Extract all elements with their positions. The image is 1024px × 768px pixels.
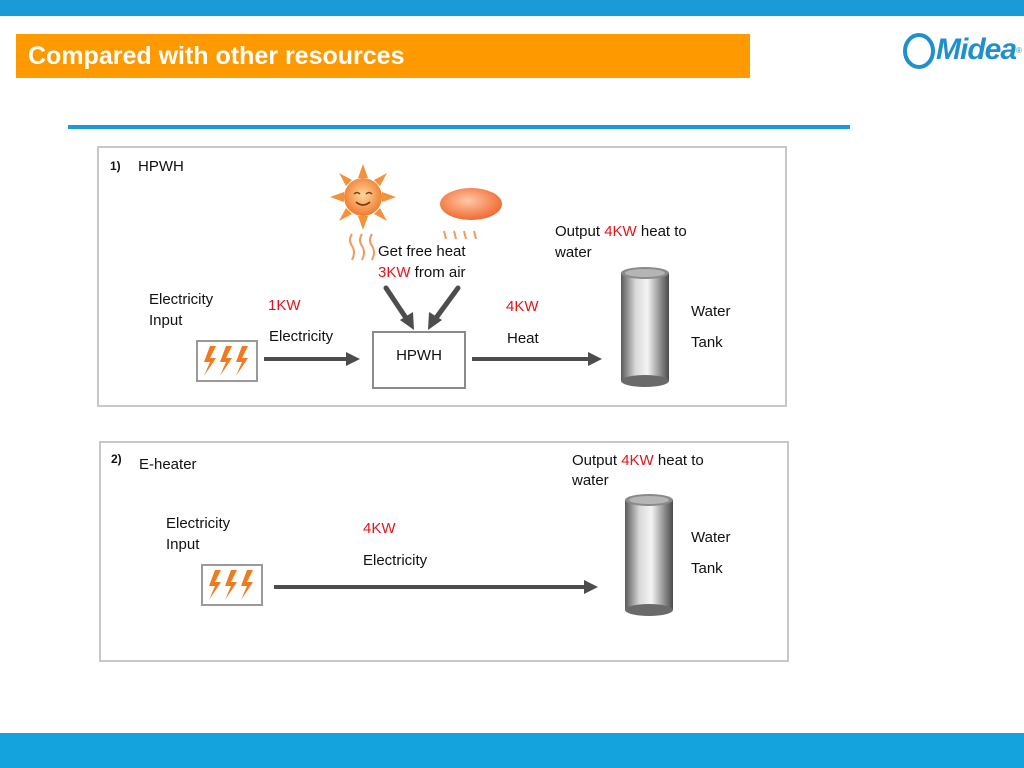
page-title: Compared with other resources [28, 42, 405, 70]
logo-text: Midea [936, 33, 1017, 66]
heat-label: Heat [507, 330, 539, 347]
output-prefix: Output [572, 452, 622, 469]
output-line: Output 4KW heat to [572, 451, 704, 471]
output-line-2: water [572, 472, 609, 489]
air-heat-arrows [383, 285, 461, 330]
power-label: Electricity [363, 552, 428, 569]
warm-air-icon [440, 188, 502, 220]
tank-label: Tank [691, 560, 723, 577]
bottom-accent-bar [0, 733, 1024, 768]
output-value: 4KW [621, 452, 654, 469]
electricity-input-label: Electricity [166, 515, 231, 532]
water-tank-icon [621, 267, 669, 387]
free-heat-value: 3KW [378, 264, 411, 281]
output-prefix: Output [555, 223, 605, 240]
power-label: Electricity [269, 328, 334, 345]
free-heat-label: Get free heat [378, 243, 466, 260]
arrow-icon [264, 352, 360, 366]
title-underline [68, 125, 850, 129]
sun-icon [330, 164, 396, 230]
panel-number: 2) [111, 452, 122, 466]
panel-title: HPWH [138, 158, 184, 175]
output-suffix: heat to [636, 223, 687, 240]
panel-number: 1) [110, 159, 121, 173]
electricity-input-label: Electricity [149, 291, 214, 308]
water-tank-icon [625, 494, 673, 616]
tank-label: Tank [691, 334, 723, 351]
electricity-input-label: Input [149, 312, 183, 329]
hpwh-unit [372, 331, 466, 389]
free-heat-suffix: from air [410, 264, 466, 281]
electricity-input-label: Input [166, 536, 200, 553]
output-line-2: water [555, 244, 592, 261]
midea-logo-icon [903, 33, 935, 69]
output-value: 4KW [604, 223, 637, 240]
arrow-icon [472, 352, 602, 366]
arrow-icon [274, 580, 598, 594]
tank-label: Water [691, 529, 731, 546]
output-suffix: heat to [653, 452, 704, 469]
power-value: 4KW [363, 520, 396, 537]
heat-value: 4KW [506, 298, 539, 315]
e-heater-panel [99, 441, 789, 662]
title-banner [16, 34, 750, 78]
midea-logo: Midea ® [902, 28, 1022, 72]
hpwh-label: HPWH [396, 347, 442, 364]
lightning-icon [201, 564, 263, 606]
heat-wave-icon [349, 233, 375, 261]
power-value: 1KW [268, 297, 301, 314]
tank-label: Water [691, 303, 731, 320]
arrow-icon [433, 285, 461, 321]
arrow-icon [383, 285, 409, 321]
panel-title: E-heater [139, 456, 197, 473]
free-heat-value-line: 3KW from air [378, 263, 466, 283]
top-accent-bar [0, 0, 1024, 16]
registered-mark: ® [1016, 45, 1022, 55]
lightning-icon [196, 340, 258, 382]
heat-wave-icon [443, 230, 477, 240]
output-line: Output 4KW heat to [555, 222, 687, 242]
